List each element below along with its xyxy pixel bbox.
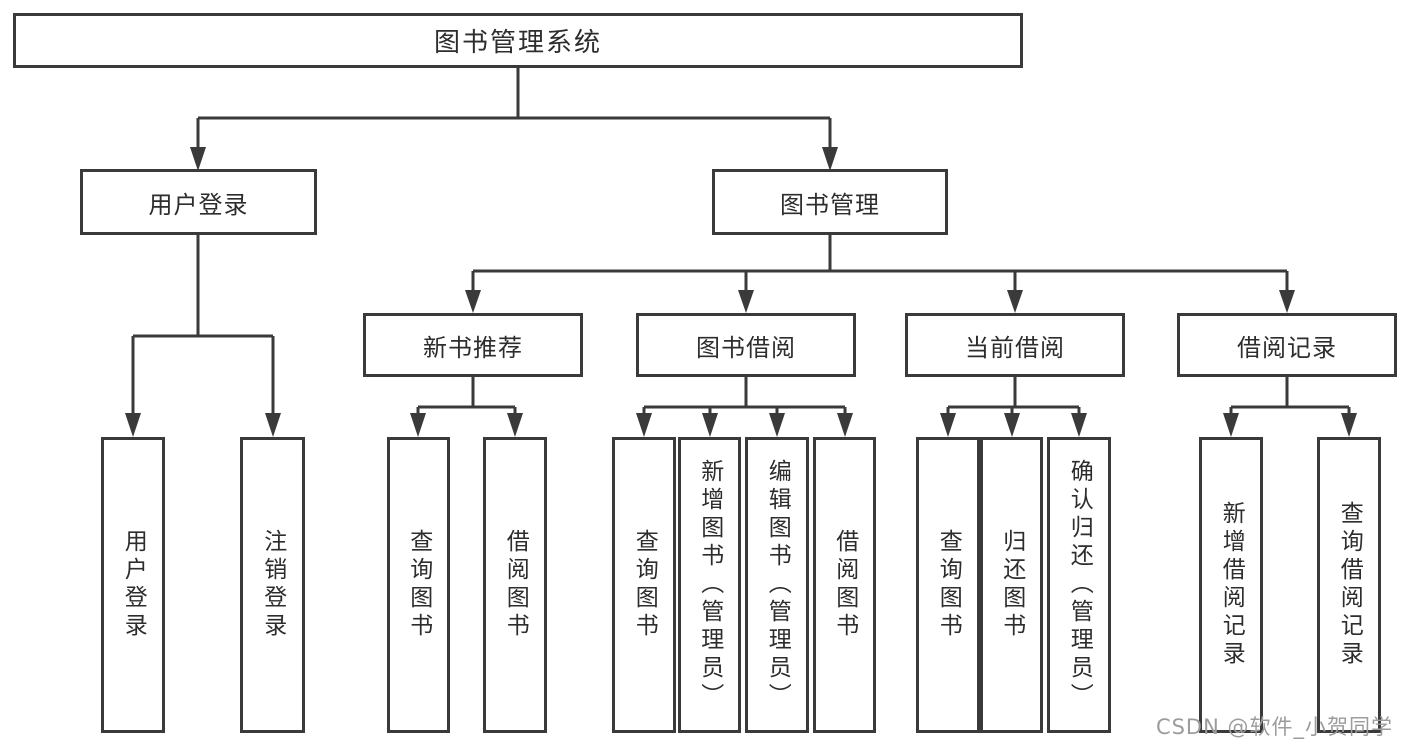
- node-label: 查询借阅记录: [1336, 501, 1363, 669]
- node-return-books: 归还图书: [980, 437, 1043, 733]
- node-label: 新增图书（管理员）: [696, 459, 723, 711]
- node-label: 用户登录: [120, 529, 147, 641]
- node-label: 注销登录: [259, 529, 286, 641]
- node-label: 借阅记录: [1237, 333, 1337, 362]
- node-label: 编辑图书（管理员）: [764, 459, 791, 711]
- node-label: 查询图书: [405, 529, 432, 641]
- node-label: 确认归还（管理员）: [1066, 459, 1093, 711]
- node-user-login: 用户登录: [80, 169, 317, 235]
- node-confirm-return-admin: 确认归还（管理员）: [1047, 437, 1111, 733]
- node-label: 查询图书: [935, 529, 962, 641]
- node-borrow-books: 借阅图书: [813, 437, 876, 733]
- node-logout-action: 注销登录: [240, 437, 305, 733]
- node-user-login-action: 用户登录: [101, 437, 165, 733]
- node-label: 新书推荐: [423, 333, 523, 362]
- node-label: 当前借阅: [965, 333, 1065, 362]
- node-query-books-current: 查询图书: [916, 437, 980, 733]
- node-query-books-borrowing: 查询图书: [612, 437, 676, 733]
- node-book-management: 图书管理: [712, 169, 948, 235]
- node-label: 图书管理: [780, 190, 880, 219]
- node-label: 新增借阅记录: [1218, 501, 1245, 669]
- node-label: 查询图书: [631, 529, 658, 641]
- node-label: 借阅图书: [831, 529, 858, 641]
- node-query-books-recommend: 查询图书: [387, 437, 450, 733]
- node-library-management-system: 图书管理系统: [13, 13, 1023, 68]
- node-label: 用户登录: [148, 190, 249, 219]
- node-edit-books-admin: 编辑图书（管理员）: [745, 437, 809, 733]
- node-query-borrow-record: 查询借阅记录: [1317, 437, 1381, 733]
- node-add-books-admin: 新增图书（管理员）: [678, 437, 741, 733]
- node-borrowing-records: 借阅记录: [1177, 313, 1397, 377]
- node-label: 借阅图书: [502, 529, 529, 641]
- node-label: 图书管理系统: [433, 28, 602, 58]
- node-current-borrowing: 当前借阅: [905, 313, 1125, 377]
- node-borrow-books-recommend: 借阅图书: [483, 437, 547, 733]
- node-book-borrowing: 图书借阅: [636, 313, 856, 377]
- node-label: 图书借阅: [696, 333, 796, 362]
- node-add-borrow-record: 新增借阅记录: [1199, 437, 1263, 733]
- node-label: 归还图书: [998, 529, 1025, 641]
- node-new-book-recommendation: 新书推荐: [363, 313, 583, 377]
